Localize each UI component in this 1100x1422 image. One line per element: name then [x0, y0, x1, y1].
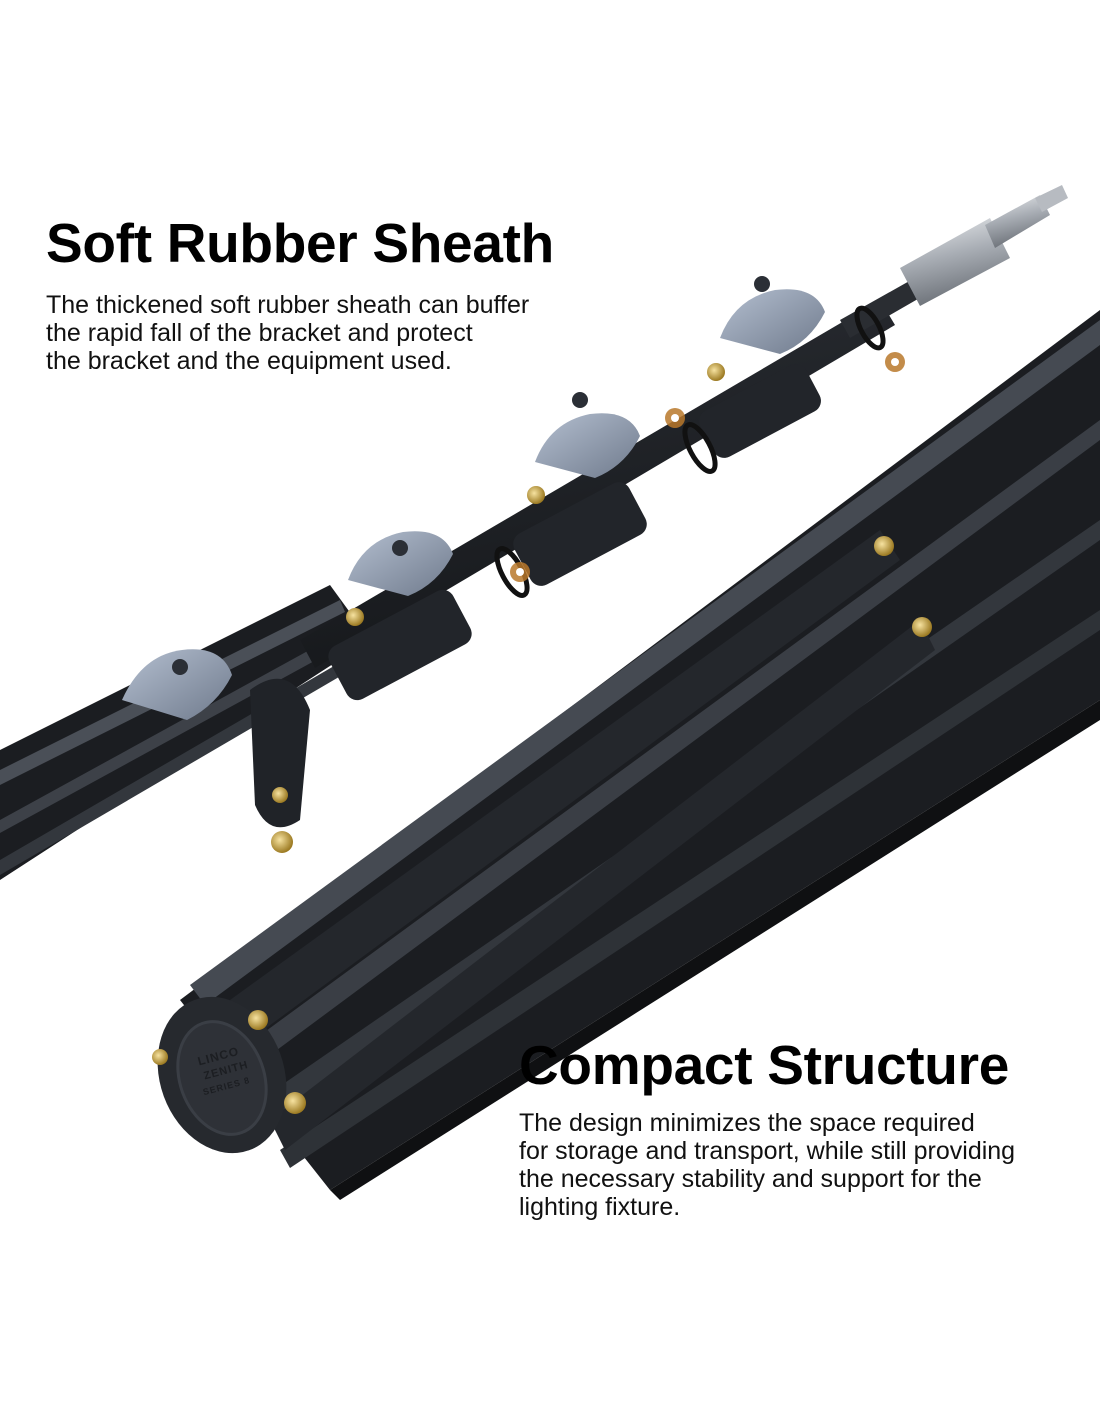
description-line: lighting fixture. — [519, 1193, 681, 1221]
screw-icon — [707, 363, 725, 381]
feature-description: The design minimizes the space required … — [519, 1109, 1015, 1221]
feature-compact-structure: Compact Structure The design minimizes t… — [519, 1034, 1015, 1222]
screw-icon — [346, 608, 364, 626]
screw-icon — [248, 1010, 268, 1030]
screw-icon — [527, 486, 545, 504]
screw-icon — [912, 617, 932, 637]
description-line: the bracket and the equipment used. — [46, 347, 452, 375]
spigot — [900, 218, 1010, 306]
feature-description: The thickened soft rubber sheath can buf… — [46, 291, 554, 375]
feature-soft-rubber-sheath: Soft Rubber Sheath The thickened soft ru… — [46, 212, 554, 376]
description-line: for storage and transport, while still p… — [519, 1137, 1016, 1165]
description-line: The design minimizes the space required — [519, 1109, 975, 1137]
description-line: The thickened soft rubber sheath can buf… — [46, 291, 530, 319]
tightening-knob — [535, 392, 640, 478]
folded-legs: LINCO ZENITH SERIES 8 — [152, 310, 1100, 1200]
screw-icon — [152, 1049, 168, 1065]
rubber-sheath-ring — [665, 408, 718, 474]
screw-icon — [874, 536, 894, 556]
telescoping-pole — [0, 185, 1068, 880]
rubber-sheath-ring — [854, 305, 905, 372]
tightening-knob — [122, 649, 232, 720]
screw-icon — [284, 1092, 306, 1114]
feature-title: Compact Structure — [519, 1034, 1009, 1096]
feature-title: Soft Rubber Sheath — [46, 212, 554, 274]
rubber-sheath-ring — [494, 546, 530, 598]
tightening-knob — [348, 531, 453, 596]
tightening-knob — [720, 276, 825, 354]
description-line: the necessary stability and support for … — [519, 1165, 982, 1193]
description-line: the rapid fall of the bracket and protec… — [46, 319, 473, 347]
screw-icon — [271, 831, 293, 853]
screw-icon — [272, 787, 288, 803]
